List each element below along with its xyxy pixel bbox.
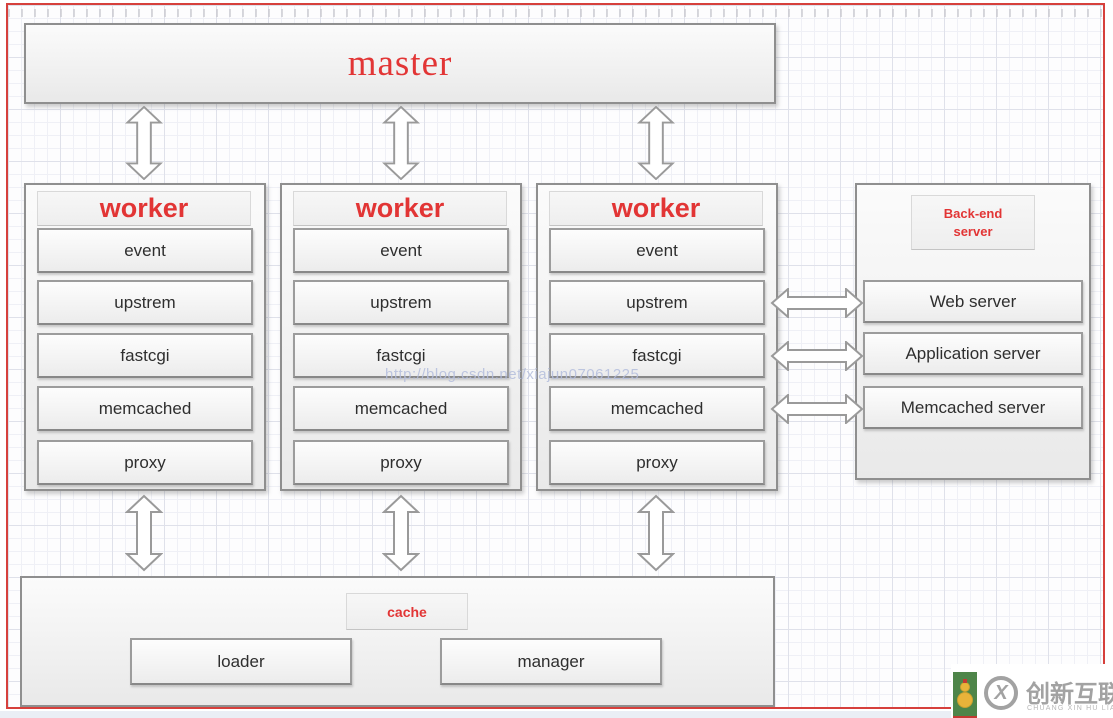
module-label: event: [636, 240, 678, 260]
double-arrow-horizontal-icon: [770, 341, 864, 371]
server-label: Memcached server: [900, 397, 1046, 417]
module-fastcgi: fastcgi: [37, 333, 253, 378]
module-label: proxy: [124, 452, 166, 472]
module-label: memcached: [98, 398, 192, 418]
cache-title: cache: [387, 603, 427, 620]
backend-title-line2: server: [953, 223, 993, 239]
module-label: upstrem: [370, 292, 432, 312]
backend-title-line1: Back-end: [943, 205, 1003, 221]
module-proxy: proxy: [549, 440, 765, 485]
cache-node: cache loader manager: [20, 576, 775, 707]
module-label: fastcgi: [376, 345, 426, 365]
module-label: memcached: [354, 398, 448, 418]
double-arrow-vertical-icon: [382, 494, 420, 572]
module-label: event: [124, 240, 166, 260]
double-arrow-vertical-icon: [125, 494, 163, 572]
module-upstrem: upstrem: [549, 280, 765, 325]
backend-node: Back-end server Web server Application s…: [855, 183, 1091, 480]
double-arrow-horizontal-icon: [770, 288, 864, 318]
module-proxy: proxy: [293, 440, 509, 485]
brand-logo: X 创新互联 CHUANG XIN HU LIAN: [951, 664, 1113, 718]
master-node: master: [24, 23, 776, 104]
server-memcached: Memcached server: [863, 386, 1083, 429]
worker-title-strip: worker: [549, 191, 763, 226]
cache-component-label: manager: [517, 651, 585, 671]
module-label: proxy: [636, 452, 678, 472]
module-label: memcached: [610, 398, 704, 418]
module-label: upstrem: [114, 292, 176, 312]
server-label: Application server: [905, 343, 1041, 363]
worker-title: worker: [611, 193, 701, 223]
cache-manager: manager: [440, 638, 662, 685]
double-arrow-vertical-icon: [125, 106, 163, 180]
module-label: proxy: [380, 452, 422, 472]
cx-monogram-letter: X: [994, 681, 1008, 704]
backend-title-strip: Back-end server: [911, 195, 1035, 250]
server-web: Web server: [863, 280, 1083, 323]
module-fastcgi: fastcgi: [549, 333, 765, 378]
cx-monogram-icon: X: [984, 676, 1018, 710]
page-bottom-strip: [0, 711, 1113, 718]
worker-node-2: worker event upstrem fastcgi memcached p…: [280, 183, 522, 491]
backend-title: Back-end server: [944, 205, 1003, 240]
cache-component-label: loader: [217, 651, 265, 671]
module-upstrem: upstrem: [293, 280, 509, 325]
double-arrow-vertical-icon: [637, 494, 675, 572]
brand-subtitle: CHUANG XIN HU LIAN: [1027, 705, 1113, 712]
module-label: fastcgi: [120, 345, 170, 365]
module-memcached: memcached: [293, 386, 509, 431]
module-label: fastcgi: [632, 345, 682, 365]
double-arrow-horizontal-icon: [770, 394, 864, 424]
module-fastcgi: fastcgi: [293, 333, 509, 378]
cache-loader: loader: [130, 638, 352, 685]
master-label: master: [347, 43, 453, 84]
module-proxy: proxy: [37, 440, 253, 485]
worker-node-3: worker event upstrem fastcgi memcached p…: [536, 183, 778, 491]
server-label: Web server: [929, 291, 1017, 311]
worker-title-strip: worker: [293, 191, 507, 226]
module-event: event: [293, 228, 509, 273]
module-memcached: memcached: [37, 386, 253, 431]
worker-title: worker: [355, 193, 445, 223]
double-arrow-vertical-icon: [382, 106, 420, 180]
worker-title: worker: [99, 193, 189, 223]
module-label: event: [380, 240, 422, 260]
module-label: upstrem: [626, 292, 688, 312]
cache-title-strip: cache: [346, 593, 468, 630]
watermark-url: http://blog.csdn.net/xiajun07061225: [385, 366, 640, 383]
gourd-badge-icon: [953, 672, 977, 718]
grid-ticks: [8, 9, 1103, 17]
module-event: event: [37, 228, 253, 273]
double-arrow-vertical-icon: [637, 106, 675, 180]
server-application: Application server: [863, 332, 1083, 375]
worker-title-strip: worker: [37, 191, 251, 226]
module-event: event: [549, 228, 765, 273]
brand-name: 创新互联: [1026, 681, 1113, 708]
module-memcached: memcached: [549, 386, 765, 431]
module-upstrem: upstrem: [37, 280, 253, 325]
worker-node-1: worker event upstrem fastcgi memcached p…: [24, 183, 266, 491]
